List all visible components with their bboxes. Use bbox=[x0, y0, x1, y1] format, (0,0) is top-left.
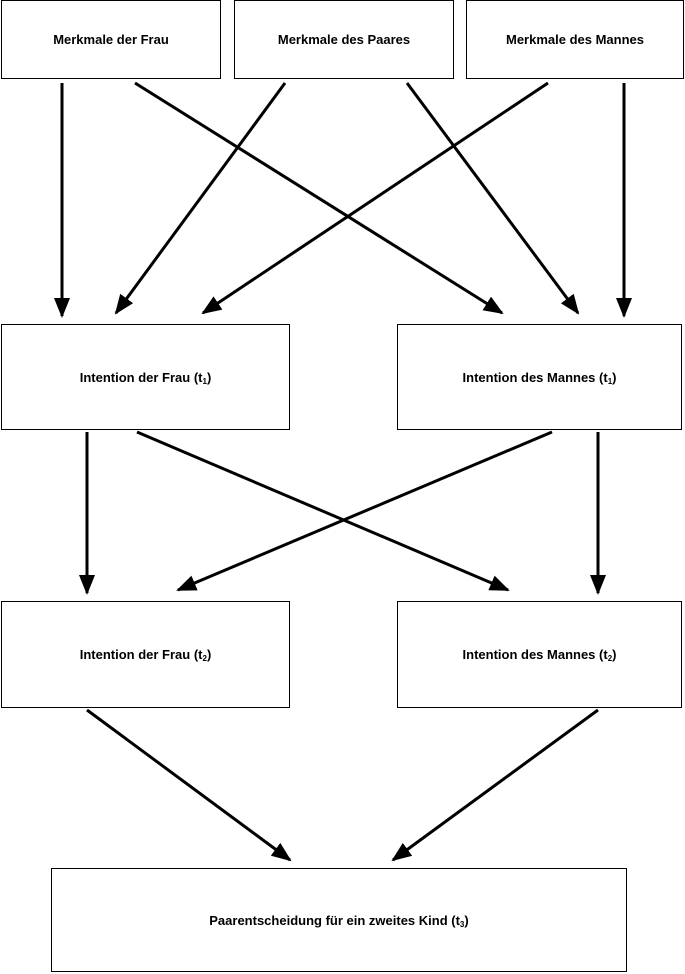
node-intention-frau-t1: Intention der Frau (t1) bbox=[1, 324, 290, 430]
node-intention-frau-t2-sub: 2 bbox=[202, 654, 207, 663]
edge-intention-mann-t1-to-intention-frau-t2 bbox=[176, 430, 553, 592]
node-intention-mann-t2-sub: 2 bbox=[607, 654, 613, 663]
edge-merkmale-paar-to-intention-frau-t1 bbox=[114, 82, 287, 315]
node-intention-frau-t2-close: ) bbox=[206, 647, 212, 662]
node-merkmale-frau-label: Merkmale der Frau bbox=[53, 32, 169, 47]
node-paarentscheidung-sub: 3 bbox=[459, 919, 465, 929]
node-merkmale-paar: Merkmale des Paares bbox=[234, 0, 454, 79]
edge-intention-mann-t2-to-paarentscheidung bbox=[391, 708, 599, 862]
node-intention-frau-t2-label: Intention der Frau (t bbox=[79, 647, 203, 662]
node-merkmale-paar-line1: Merkmale bbox=[277, 32, 338, 47]
node-paarentscheidung-label: Paarentscheidung für ein zweites Kind (t bbox=[209, 912, 460, 928]
node-intention-frau-t1-sub: 1 bbox=[202, 376, 207, 386]
node-intention-mann-t1: Intention des Mannes (t1) bbox=[397, 324, 682, 430]
edge-merkmale-paar-to-intention-mann-t1 bbox=[405, 82, 580, 315]
node-intention-frau-t1-label: Intention der Frau (t bbox=[79, 369, 203, 385]
node-intention-frau-t2: Intention der Frau (t2) bbox=[1, 601, 290, 708]
edge-intention-frau-t1-to-intention-mann-t2 bbox=[136, 430, 510, 592]
node-intention-mann-t1-sub: 1 bbox=[607, 376, 613, 386]
node-intention-frau-t1-close: ) bbox=[206, 369, 212, 385]
node-intention-mann-t1-label: Intention des Mannes (t bbox=[462, 369, 608, 385]
node-paarentscheidung: Paarentscheidung für ein zweites Kind (t… bbox=[51, 868, 627, 972]
node-intention-mann-t2-close: ) bbox=[612, 647, 617, 662]
edge-merkmale-frau-to-intention-mann-t1 bbox=[134, 81, 504, 315]
node-intention-mann-t2: Intention des Mannes (t2) bbox=[397, 601, 682, 708]
node-merkmale-frau: Merkmale der Frau bbox=[1, 0, 221, 79]
node-merkmale-paar-line2: des Paares bbox=[341, 32, 411, 47]
edge-merkmale-mann-to-intention-frau-t1 bbox=[201, 81, 549, 315]
node-intention-mann-t2-label: Intention des Mannes (t bbox=[462, 647, 608, 662]
node-merkmale-mann: Merkmale des Mannes bbox=[466, 0, 684, 79]
node-intention-mann-t1-close: ) bbox=[612, 369, 617, 385]
node-merkmale-mann-label: Merkmale des Mannes bbox=[505, 32, 644, 47]
edge-intention-frau-t2-to-paarentscheidung bbox=[86, 708, 292, 862]
node-paarentscheidung-close: ) bbox=[464, 912, 469, 928]
